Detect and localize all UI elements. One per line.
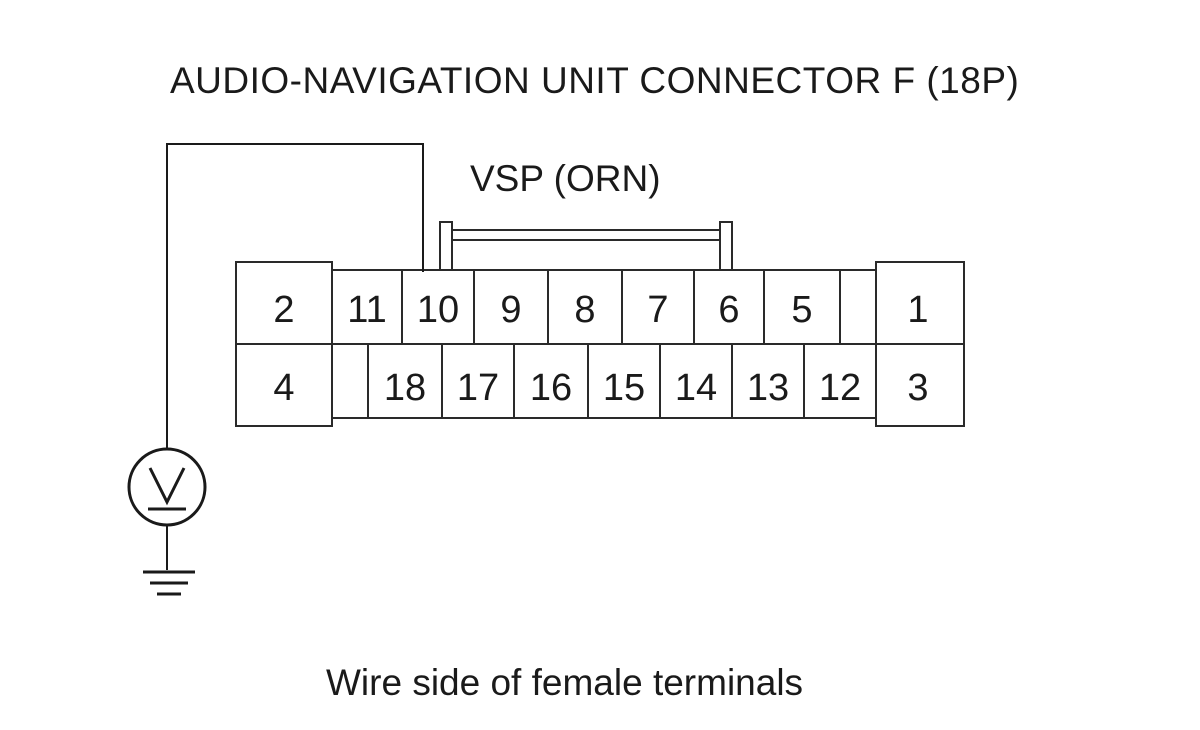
pin-label-14: 14 xyxy=(675,367,717,409)
pin-label-15: 15 xyxy=(603,367,645,409)
pin-label-4: 4 xyxy=(273,367,294,409)
diagram-title: AUDIO-NAVIGATION UNIT CONNECTOR F (18P) xyxy=(170,60,1020,101)
ground-icon xyxy=(143,570,195,596)
connector-right-end: 1 3 xyxy=(875,261,965,427)
connector-left-end: 2 4 xyxy=(235,261,333,427)
pin-label-3: 3 xyxy=(907,367,928,409)
connector-bottom-row: 18 17 16 15 14 13 12 xyxy=(331,343,877,419)
diagram-caption: Wire side of female terminals xyxy=(326,662,804,703)
pin-label-16: 16 xyxy=(530,367,572,409)
pin-label-8: 8 xyxy=(574,289,595,331)
pin-label-12: 12 xyxy=(819,367,861,409)
pin-label-2: 2 xyxy=(273,289,294,331)
pin-label-10: 10 xyxy=(417,289,459,331)
pin-label-6: 6 xyxy=(718,289,739,331)
connector-top-row: 11 10 9 8 7 6 5 xyxy=(331,269,877,345)
pin-label-5: 5 xyxy=(791,289,812,331)
pin-label-13: 13 xyxy=(747,367,789,409)
pin-label-17: 17 xyxy=(457,367,499,409)
pin-label-11: 11 xyxy=(347,289,386,331)
connector-lock-tab xyxy=(439,221,733,271)
pin-label-1: 1 xyxy=(907,289,928,331)
signal-label: VSP (ORN) xyxy=(470,158,661,199)
pin-label-7: 7 xyxy=(647,289,668,331)
pin-label-9: 9 xyxy=(500,289,521,331)
pin-label-18: 18 xyxy=(384,367,426,409)
voltmeter-icon xyxy=(127,447,207,527)
probe-wire xyxy=(166,143,424,458)
